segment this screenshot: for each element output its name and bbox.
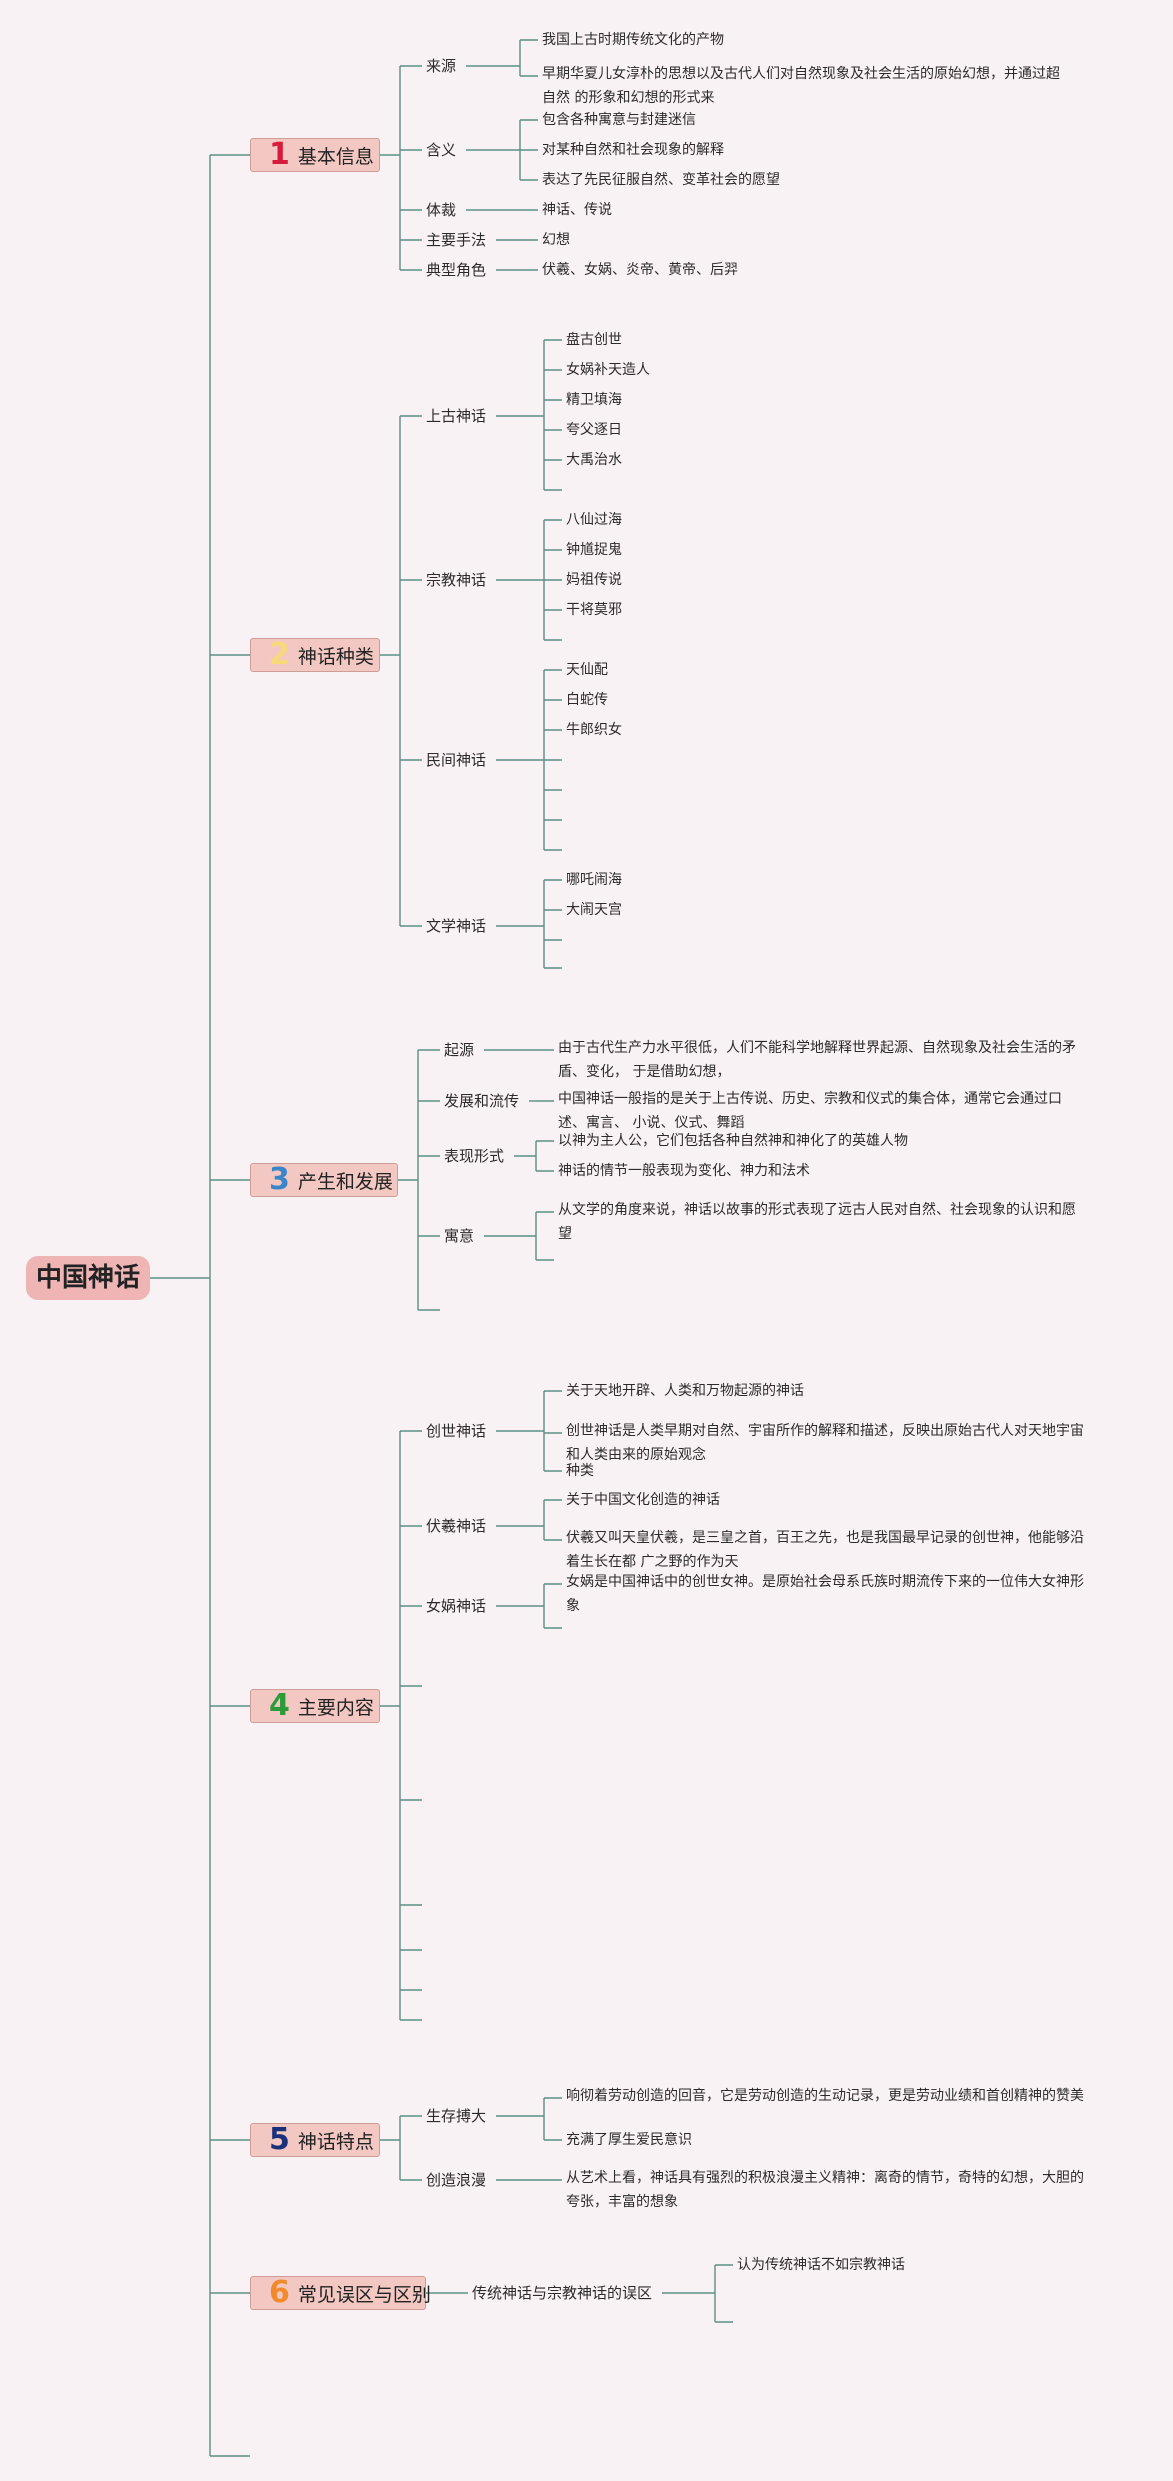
topic-number: 4 <box>269 1688 290 1723</box>
subtopic-5-1[interactable]: 生存搏大 <box>426 2107 487 2125</box>
subtopic-3-3[interactable]: 表现形式 <box>444 1147 505 1165</box>
leaf-item[interactable]: 幻想 <box>542 232 570 248</box>
topic-6[interactable]: 6 常见误区与区别 <box>250 2275 431 2310</box>
leaf-item[interactable]: 关于中国文化创造的神话 <box>566 1492 720 1508</box>
topic-3[interactable]: 3 产生和发展 <box>250 1163 398 1197</box>
leaf-item[interactable]: 女娲补天造人 <box>566 362 650 378</box>
subtopic-2-3[interactable]: 民间神话 <box>426 751 487 769</box>
subtopic-4-3[interactable]: 女娲神话 <box>426 1597 487 1615</box>
subtopic-1-3[interactable]: 体裁 <box>426 201 457 219</box>
leaf-item[interactable]: 牛郎织女 <box>566 722 622 738</box>
topic-number: 5 <box>269 2122 290 2157</box>
leaf-item[interactable]: 由于古代生产力水平很低，人们不能科学地解释世界起源、自然现象及社会生活的矛盾、变… <box>558 1040 1076 1080</box>
leaf-item[interactable]: 创世神话是人类早期对自然、宇宙所作的解释和描述，反映出原始古代人对天地宇宙和人类… <box>566 1423 1084 1463</box>
topic-number: 3 <box>269 1162 290 1197</box>
leaf-item[interactable]: 对某种自然和社会现象的解释 <box>542 142 724 158</box>
topic-number: 1 <box>269 137 290 172</box>
subtopic-1-2[interactable]: 含义 <box>426 141 457 159</box>
leaf-item[interactable]: 伏羲、女娲、炎帝、黄帝、后羿 <box>542 262 738 278</box>
leaf-item[interactable]: 妈祖传说 <box>566 572 622 588</box>
leaf-item[interactable]: 白蛇传 <box>566 692 608 708</box>
subtopic-2-1[interactable]: 上古神话 <box>426 407 487 425</box>
leaf-item[interactable]: 八仙过海 <box>566 512 622 528</box>
leaf-item[interactable]: 中国神话一般指的是关于上古传说、历史、宗教和仪式的集合体，通常它会通过口述、寓言… <box>558 1091 1062 1131</box>
topic-label: 主要内容 <box>297 1696 374 1719</box>
subtopic-3-1[interactable]: 起源 <box>444 1041 475 1059</box>
topic-label: 神话特点 <box>297 2130 374 2153</box>
subtopic-3-2[interactable]: 发展和流传 <box>444 1092 520 1110</box>
leaf-item[interactable]: 精卫填海 <box>566 392 622 408</box>
leaf-item[interactable]: 盘古创世 <box>566 332 622 348</box>
subtopic-1-1[interactable]: 来源 <box>426 57 457 75</box>
subtopic-4-2[interactable]: 伏羲神话 <box>426 1517 487 1535</box>
leaf-item[interactable]: 响彻着劳动创造的回音，它是劳动创造的生动记录，更是劳动业绩和首创精神的赞美 <box>566 2088 1084 2104</box>
topic-label: 基本信息 <box>297 145 374 168</box>
leaf-item[interactable]: 关于天地开辟、人类和万物起源的神话 <box>566 1383 804 1399</box>
subtopic-2-4[interactable]: 文学神话 <box>426 917 487 935</box>
topic-label: 神话种类 <box>297 645 374 668</box>
leaf-item[interactable]: 干将莫邪 <box>566 602 622 618</box>
leaf-item[interactable]: 从文学的角度来说，神话以故事的形式表现了远古人民对自然、社会现象的认识和愿望 <box>558 1202 1076 1242</box>
leaf-item[interactable]: 天仙配 <box>566 662 608 678</box>
topic-5[interactable]: 5 神话特点 <box>250 2123 380 2157</box>
leaf-item[interactable]: 包含各种寓意与封建迷信 <box>542 112 696 128</box>
leaf-item[interactable]: 大禹治水 <box>566 452 622 468</box>
subtopic-3-4[interactable]: 寓意 <box>444 1227 475 1245</box>
topic-label: 产生和发展 <box>297 1170 393 1193</box>
leaf-item[interactable]: 伏羲又叫天皇伏羲，是三皇之首，百王之先，也是我国最早记录的创世神，他能够沿着生长… <box>566 1530 1084 1570</box>
subtopic-6-1[interactable]: 传统神话与宗教神话的误区 <box>472 2284 653 2302</box>
leaf-item[interactable]: 夸父逐日 <box>566 422 622 438</box>
leaf-item[interactable]: 充满了厚生爱民意识 <box>566 2132 692 2148</box>
leaf-item[interactable]: 种类 <box>566 1463 594 1479</box>
leaf-item[interactable]: 认为传统神话不如宗教神话 <box>737 2257 905 2273</box>
leaf-item[interactable]: 神话的情节一般表现为变化、神力和法术 <box>558 1163 810 1179</box>
leaf-item[interactable]: 钟馗捉鬼 <box>566 542 622 558</box>
leaf-item[interactable]: 神话、传说 <box>542 202 612 218</box>
topic-number: 2 <box>269 637 290 672</box>
topic-1[interactable]: 1 基本信息 <box>250 138 380 172</box>
leaf-item[interactable]: 哪吒闹海 <box>566 872 622 888</box>
subtopic-2-2[interactable]: 宗教神话 <box>426 571 487 589</box>
leaf-item[interactable]: 大闹天宫 <box>566 902 622 918</box>
leaf-item[interactable]: 从艺术上看，神话具有强烈的积极浪漫主义精神：离奇的情节，奇特的幻想，大胆的夸张，… <box>566 2170 1084 2210</box>
root-node[interactable]: 中国神话 <box>26 1256 150 1300</box>
subtopic-1-4[interactable]: 主要手法 <box>426 231 487 249</box>
subtopic-4-1[interactable]: 创世神话 <box>426 1422 487 1440</box>
leaf-item[interactable]: 我国上古时期传统文化的产物 <box>542 32 724 48</box>
subtopic-5-2[interactable]: 创造浪漫 <box>426 2171 487 2189</box>
topic-2[interactable]: 2 神话种类 <box>250 638 380 672</box>
leaf-item[interactable]: 表达了先民征服自然、变革社会的愿望 <box>542 172 780 188</box>
leaf-item[interactable]: 女娲是中国神话中的创世女神。是原始社会母系氏族时期流传下来的一位伟大女神形象 <box>566 1574 1084 1614</box>
topic-number: 6 <box>269 2275 290 2310</box>
topic-4[interactable]: 4 主要内容 <box>250 1689 380 1723</box>
leaf-item[interactable]: 早期华夏儿女淳朴的思想以及古代人们对自然现象及社会生活的原始幻想，并通过超自然 … <box>542 66 1060 106</box>
subtopic-1-5[interactable]: 典型角色 <box>426 261 487 279</box>
leaf-item[interactable]: 以神为主人公，它们包括各种自然神和神化了的英雄人物 <box>558 1133 908 1149</box>
topic-label: 常见误区与区别 <box>297 2283 431 2306</box>
